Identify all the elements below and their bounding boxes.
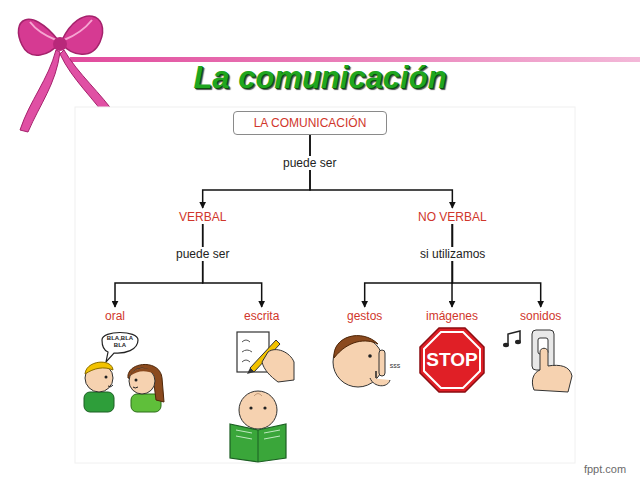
type-label: sonidos	[520, 309, 561, 323]
kids-talking	[84, 333, 164, 413]
sound-button	[503, 330, 572, 392]
sign-text: STOP	[420, 348, 484, 372]
node-text: imágenes	[426, 309, 478, 323]
type-label: oral	[105, 309, 125, 323]
node-text: NO VERBAL	[418, 210, 487, 224]
type-label: escrita	[244, 309, 279, 323]
slide-title: La comunicación	[0, 60, 640, 96]
connector-label: puede ser	[280, 156, 339, 170]
node-text: sonidos	[520, 309, 561, 323]
diagram-panel	[75, 107, 575, 463]
connector	[203, 135, 310, 208]
stop-sign	[420, 328, 484, 392]
node-text: gestos	[347, 309, 382, 323]
connector	[203, 224, 262, 307]
category-label: VERBAL	[179, 210, 226, 224]
shushing-face	[333, 336, 390, 387]
hand-writing	[237, 332, 294, 382]
speech-text: BLA,BLA BLA	[105, 335, 135, 349]
node-text: LA COMUNICACIÓN	[244, 116, 376, 130]
connector	[115, 224, 203, 307]
sound-text: sss	[385, 362, 405, 370]
node-text: escrita	[244, 309, 279, 323]
category-label: NO VERBAL	[418, 210, 487, 224]
connector	[452, 224, 540, 307]
baby-reading	[230, 391, 286, 462]
node-text: VERBAL	[179, 210, 226, 224]
node-text: oral	[105, 309, 125, 323]
type-label: imágenes	[426, 309, 478, 323]
connector-label: puede ser	[173, 247, 232, 261]
root-box: LA COMUNICACIÓN	[233, 111, 387, 135]
watermark: fppt.com	[574, 463, 636, 476]
type-label: gestos	[347, 309, 382, 323]
connector	[310, 135, 452, 208]
connector	[365, 224, 453, 307]
connector-label: si utilizamos	[417, 247, 488, 261]
